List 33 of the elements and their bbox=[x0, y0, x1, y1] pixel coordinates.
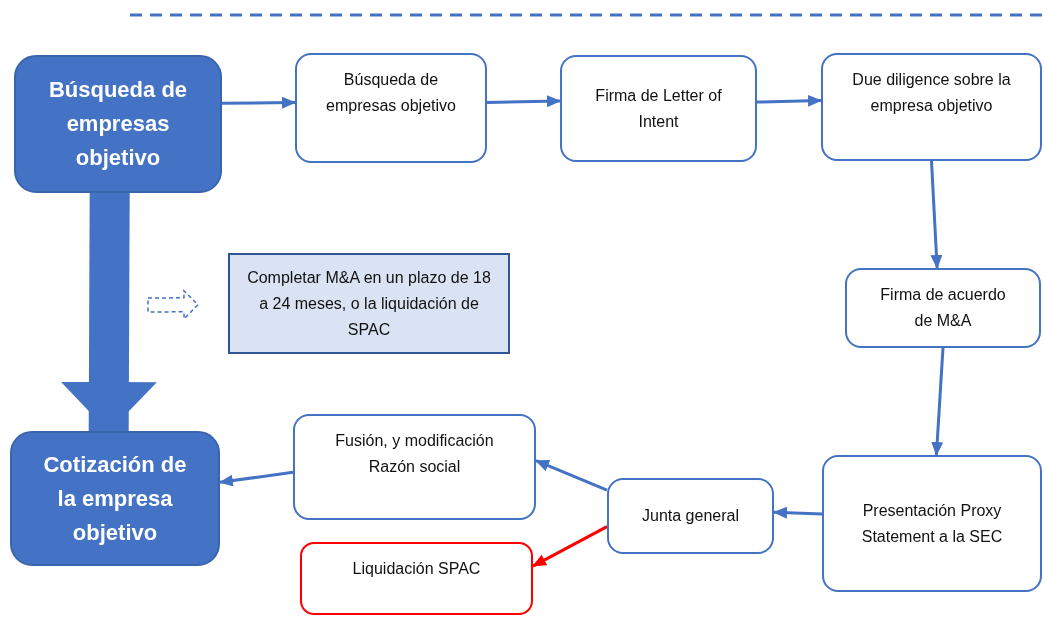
process-box bbox=[821, 53, 1042, 161]
arrow bbox=[931, 347, 945, 456]
alert-box bbox=[300, 542, 533, 615]
node-text: Liquidación SPAC bbox=[352, 559, 481, 579]
arrow bbox=[773, 506, 823, 519]
arrow bbox=[532, 525, 608, 568]
node-text: Presentación Proxy Statement a la SEC bbox=[860, 500, 1004, 547]
process-box bbox=[295, 53, 487, 163]
note-box bbox=[228, 253, 510, 354]
node-text: Junta general bbox=[642, 506, 739, 526]
node-text: Completar M&A en un plazo de 18 a 24 meses, o la liquidación de SPAC bbox=[246, 267, 492, 340]
node-text: Due diligence sobre la empresa objetivo bbox=[851, 70, 1012, 116]
arrow bbox=[222, 96, 296, 109]
node-text: Cotización de la empresa objetivo bbox=[42, 450, 188, 547]
process-box bbox=[607, 478, 774, 554]
arrow bbox=[486, 95, 561, 108]
process-box bbox=[560, 55, 757, 162]
process-box bbox=[822, 455, 1042, 592]
arrow bbox=[535, 459, 608, 492]
stage-box bbox=[10, 431, 220, 566]
node-text: Fusión, y modificación Razón social bbox=[334, 431, 495, 477]
arrow bbox=[756, 94, 822, 107]
process-box bbox=[845, 268, 1041, 348]
process-box bbox=[293, 414, 536, 520]
hollow-arrow bbox=[147, 289, 200, 321]
stage-box bbox=[14, 55, 222, 193]
node-text: Firma de Letter of Intent bbox=[594, 85, 723, 132]
arrow bbox=[930, 160, 943, 269]
node-text: Firma de acuerdo de M&A bbox=[879, 285, 1007, 331]
block-arrow bbox=[60, 192, 157, 432]
node-text: Búsqueda de empresas objetivo bbox=[47, 76, 189, 172]
node-text: Búsqueda de empresas objetivo bbox=[326, 70, 456, 116]
arrow bbox=[219, 470, 294, 487]
